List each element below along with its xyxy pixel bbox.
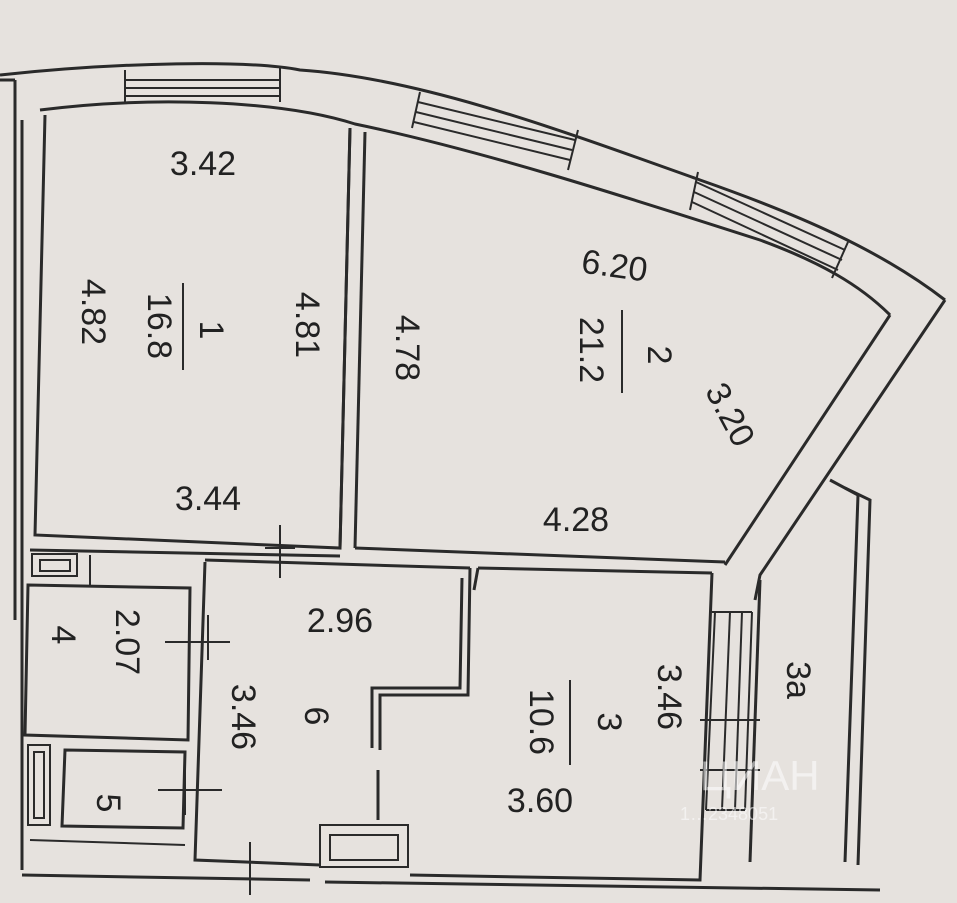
room-1-right-dim: 4.81	[288, 292, 326, 358]
room-2-bottom-dim: 4.28	[543, 501, 609, 539]
room-2-left-dim: 4.78	[388, 315, 426, 381]
room-3-jamb	[472, 567, 480, 591]
room-1-top-dim: 3.42	[170, 145, 236, 183]
room-2-number: 2	[640, 346, 678, 365]
bottom-wall-left	[29, 839, 186, 846]
corridor-wall-top	[29, 548, 341, 558]
room-3-right-dim: 3.46	[650, 664, 688, 730]
room-6-top	[204, 558, 471, 570]
room-1-number: 1	[192, 321, 230, 340]
room-5-number: 5	[89, 794, 127, 813]
room-6-outline	[193, 561, 321, 867]
window-3	[689, 171, 849, 279]
room-5-outline	[60, 748, 187, 830]
room-2-top-dim: 6.20	[579, 243, 650, 290]
shaft-2-inner	[33, 751, 45, 819]
wall-1-2-b	[353, 131, 367, 549]
room-1-left-dim: 4.82	[74, 279, 112, 345]
room-3-top	[477, 566, 713, 575]
watermark-logo: ЦИАН	[700, 752, 820, 799]
room-2-area: 21.2	[572, 317, 610, 383]
room-3-number: 3	[590, 713, 628, 732]
room-4-number: 4	[44, 626, 82, 645]
room-1-area: 16.8	[140, 293, 178, 359]
shaft-1	[31, 553, 78, 577]
shaft-3-inner	[329, 834, 399, 861]
room-3a-number: 3a	[779, 661, 817, 699]
shaft-2	[27, 744, 51, 826]
shaft-1-inner	[39, 559, 71, 572]
room-6-top-dim: 2.96	[307, 602, 373, 640]
watermark-id: 1…2348051	[680, 804, 778, 824]
room-6-right-wall	[378, 567, 472, 750]
watermark: ЦИАН 1…2348051	[680, 752, 820, 824]
window-2	[411, 91, 579, 171]
room-4-side-dim: 2.07	[108, 609, 146, 675]
room-6-number: 6	[297, 707, 335, 726]
room-3a-outer-2	[844, 486, 872, 866]
room-3-bottom-dim: 3.60	[507, 782, 573, 820]
bottom-wall	[21, 873, 311, 882]
bottom-wall-right	[324, 880, 881, 892]
room-6-side-dim: 3.46	[224, 684, 262, 750]
room-6-right-inner	[370, 577, 464, 748]
room-1-bottom-dim: 3.44	[175, 480, 241, 518]
shaft-3	[319, 824, 409, 868]
window-1	[124, 68, 281, 102]
room-3-area: 10.6	[522, 689, 560, 755]
outer-walls	[0, 62, 947, 870]
balcony-door	[705, 611, 753, 811]
room-2-bottom	[354, 546, 726, 564]
wall-1-2-a	[338, 127, 352, 549]
room-3-outline	[409, 572, 714, 882]
door-ticks	[158, 525, 760, 895]
room-4-outline	[23, 583, 192, 742]
